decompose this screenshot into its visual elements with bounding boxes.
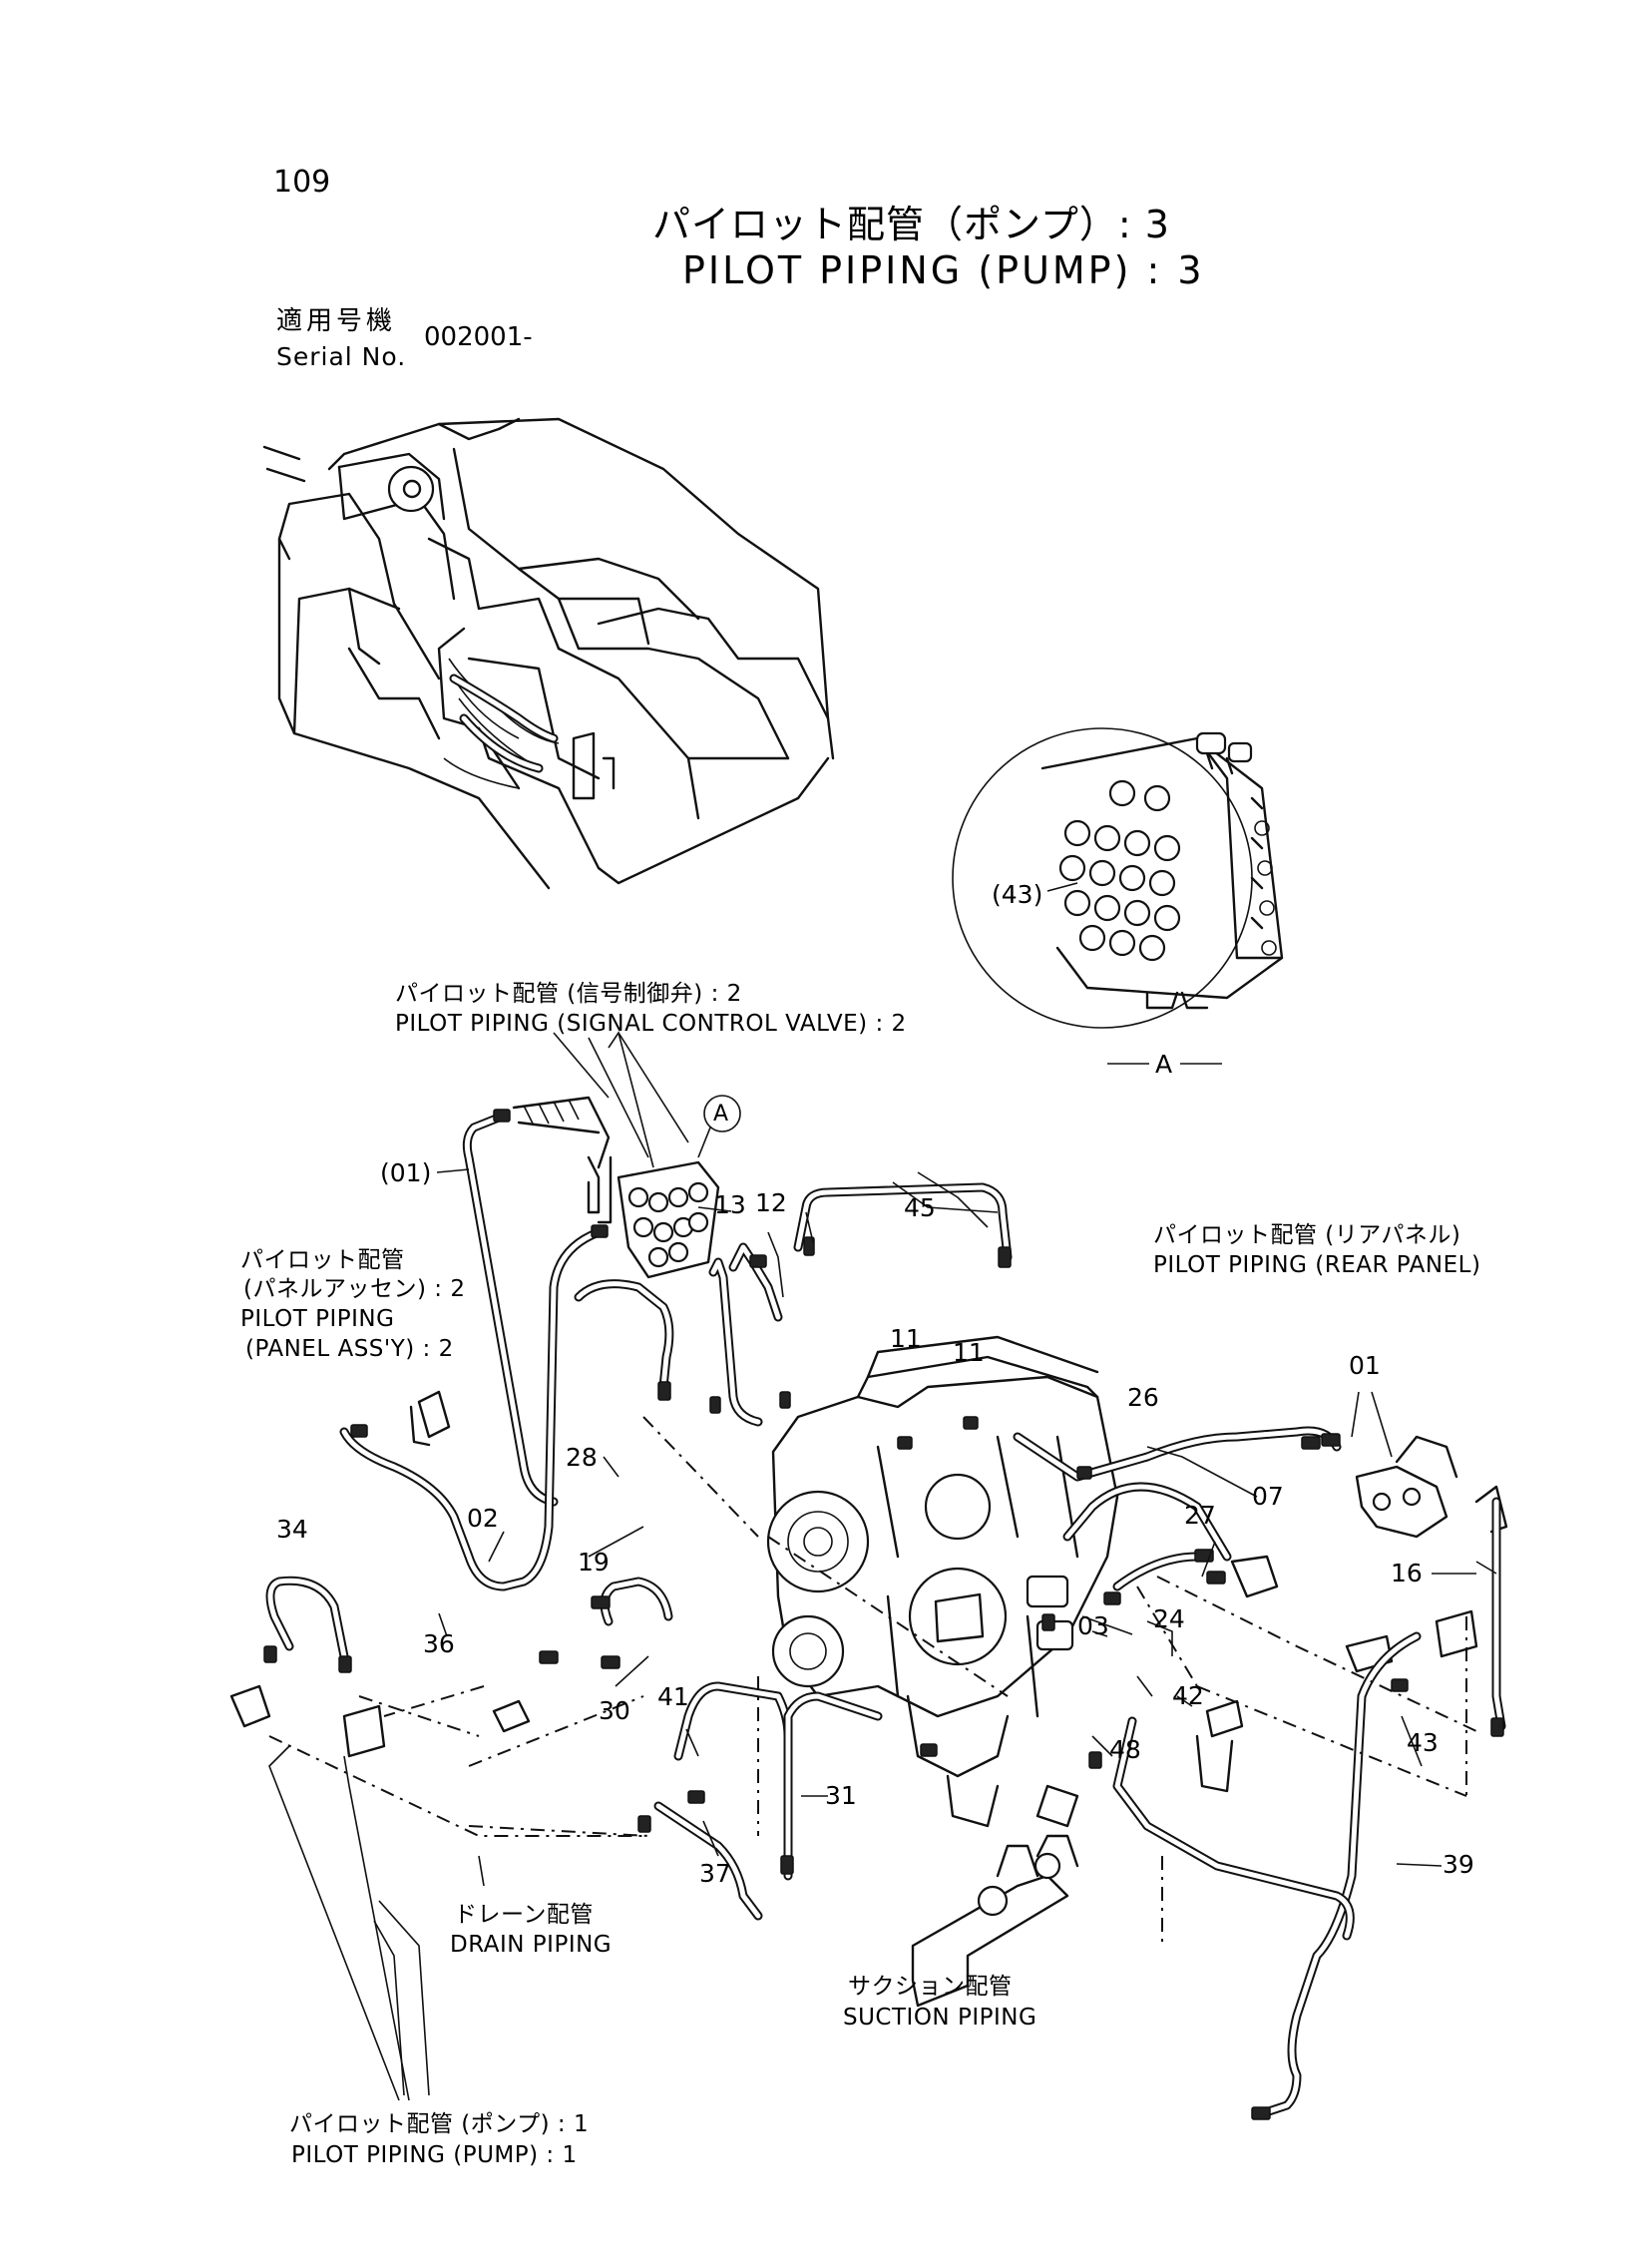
ref-pump1-en: PILOT PIPING (PUMP) : 1 [291, 2142, 578, 2168]
machine-overview-drawing [262, 417, 835, 890]
ref-drain-en: DRAIN PIPING [450, 1932, 613, 1958]
part-27: 27 [1184, 1501, 1216, 1530]
rear-panel-drawing [229, 1390, 1508, 1793]
part-28: 28 [566, 1443, 598, 1472]
view-marker-a: A [713, 1102, 729, 1127]
ref-panel-assy-en-2: (PANEL ASS'Y) : 2 [245, 1336, 454, 1362]
callout-43-detail: (43) [992, 880, 1043, 909]
view-label-a: A [1155, 1050, 1173, 1079]
serial-label-en: Serial No. [276, 342, 407, 371]
page-title-en: PILOT PIPING (PUMP) : 3 [682, 248, 1205, 292]
pump-assembly-drawing [766, 1335, 1119, 1828]
part-31: 31 [825, 1781, 857, 1810]
signal-control-valve-drawing [512, 1031, 741, 1279]
part-01: 01 [1349, 1351, 1381, 1380]
serial-label-jp: 適用号機 [276, 306, 397, 336]
part-48: 48 [1109, 1735, 1141, 1764]
part-12: 12 [755, 1188, 787, 1217]
ref-rear-panel-en: PILOT PIPING (REAR PANEL) [1153, 1252, 1481, 1278]
part-42: 42 [1172, 1681, 1204, 1710]
part-36: 36 [423, 1629, 455, 1658]
part-26: 26 [1127, 1383, 1159, 1412]
hose-fittings [263, 1109, 1504, 2120]
part-19: 19 [578, 1548, 610, 1577]
suction-piping-drawing [911, 1784, 1079, 2008]
part-13: 13 [714, 1190, 746, 1219]
reference-lines [268, 1416, 1477, 1946]
serial-number-value: 002001- [424, 322, 533, 352]
part-43: 43 [1407, 1728, 1439, 1757]
part-24: 24 [1153, 1604, 1185, 1633]
ref-suction-en: SUCTION PIPING [843, 2005, 1037, 2031]
part-30: 30 [599, 1696, 630, 1725]
part-02: 02 [467, 1504, 499, 1533]
part-16: 16 [1391, 1559, 1423, 1587]
ref-signal-valve-jp: パイロット配管 (信号制御弁) : 2 [395, 981, 742, 1007]
page-number: 109 [273, 165, 331, 200]
pipe-lines [265, 1113, 1506, 2120]
leader-lines [268, 1032, 1497, 2101]
part-39: 39 [1443, 1850, 1474, 1879]
ref-panel-assy-jp-1: パイロット配管 [240, 1247, 405, 1273]
part-41: 41 [657, 1682, 689, 1711]
ref-panel-assy-en-1: PILOT PIPING [240, 1306, 395, 1332]
part-03: 03 [1077, 1611, 1109, 1640]
part-37: 37 [699, 1859, 731, 1888]
part-34: 34 [276, 1515, 308, 1544]
page-title-jp: パイロット配管（ポンプ）: 3 [652, 203, 1170, 246]
detail-view-a [952, 727, 1284, 1065]
part-07: 07 [1252, 1482, 1284, 1511]
ref-suction-jp: サクション配管 [848, 1974, 1013, 2000]
part-11-a: 11 [890, 1324, 922, 1353]
part-01-paren: (01) [380, 1158, 432, 1187]
ref-drain-jp: ドレーン配管 [454, 1902, 594, 1928]
ref-panel-assy-jp-2: (パネルアッセン) : 2 [243, 1276, 466, 1302]
ref-rear-panel-jp: パイロット配管 (リアパネル) [1153, 1222, 1461, 1248]
part-45: 45 [904, 1193, 936, 1222]
ref-signal-valve-en: PILOT PIPING (SIGNAL CONTROL VALVE) : 2 [395, 1011, 907, 1037]
ref-pump1-jp: パイロット配管 (ポンプ) : 1 [289, 2111, 590, 2137]
part-11-b: 11 [953, 1338, 985, 1367]
